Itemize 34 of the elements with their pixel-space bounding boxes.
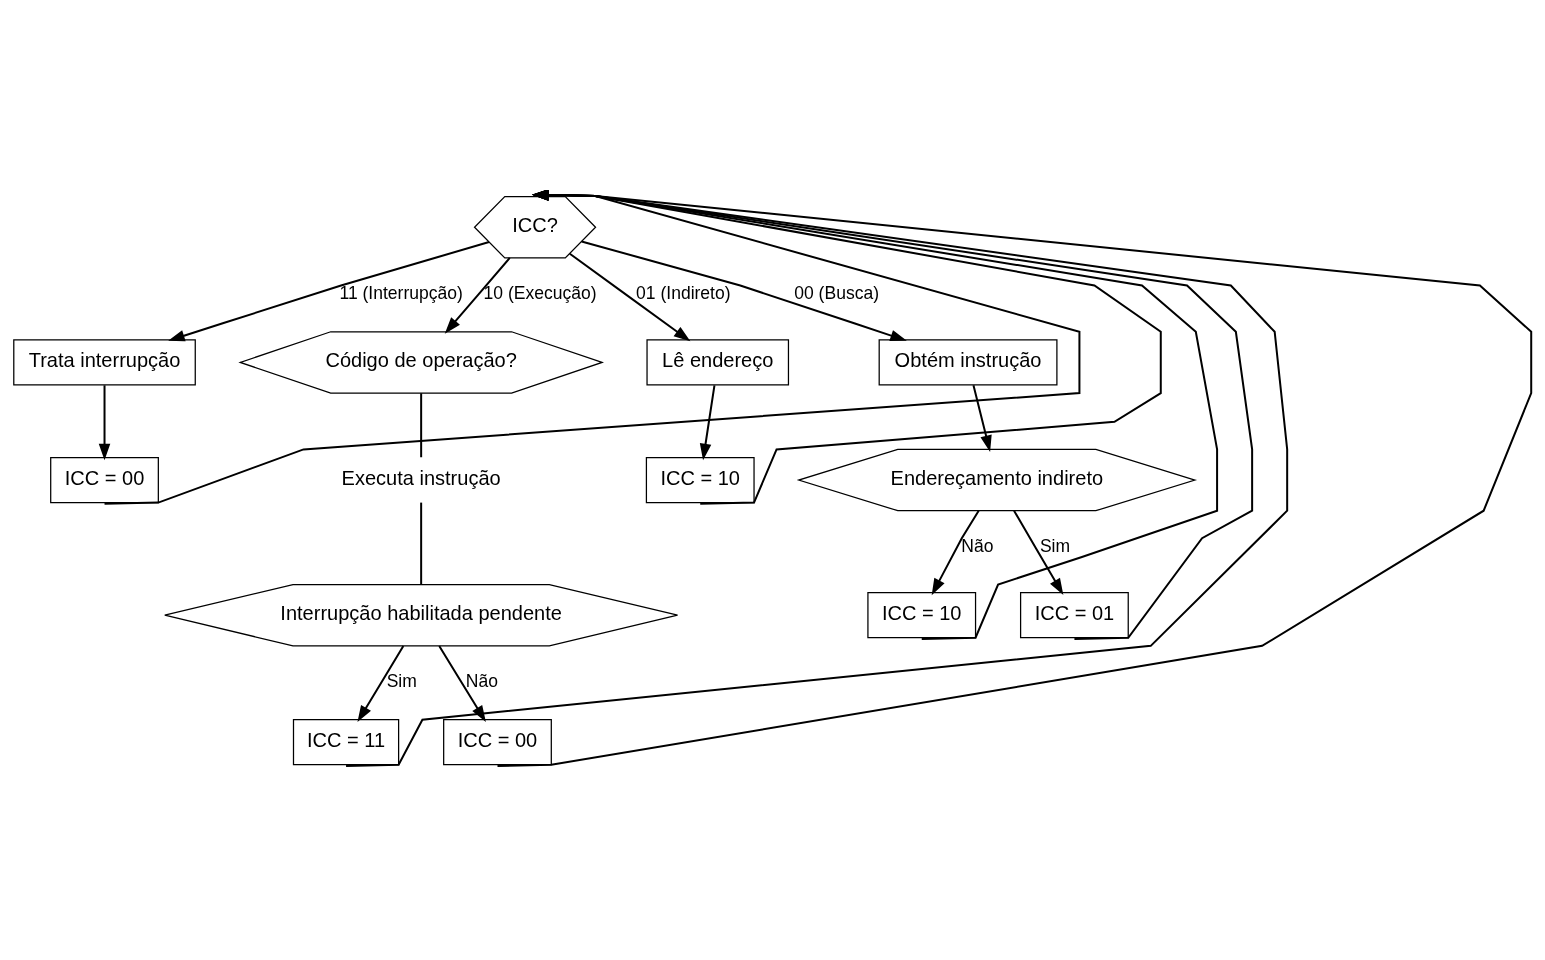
arrow (168, 240, 491, 341)
arrow (496, 189, 1533, 767)
edge-label: 11 (Interrupção) (339, 282, 463, 303)
node-box: ICC = 00 (50, 456, 159, 503)
arrow (972, 383, 992, 452)
arrow (357, 644, 405, 722)
arrow (345, 189, 1289, 767)
node-box: ICC = 00 (443, 718, 552, 765)
arrow (699, 383, 716, 460)
arrow (444, 256, 511, 334)
arrow (580, 239, 907, 341)
arrow (931, 509, 980, 595)
edge-label: Não (465, 670, 498, 691)
arrow (1013, 509, 1064, 595)
node-box: Trata interrupção (13, 338, 196, 386)
arrow (532, 189, 1162, 505)
connector (420, 391, 423, 458)
arrow (568, 252, 691, 341)
arrow (103, 189, 1081, 505)
node-box: ICC = 10 (645, 456, 755, 503)
edge-label: 01 (Indireto) (636, 282, 731, 303)
node-box: Lê endereço (646, 338, 790, 386)
node-box: Obtém instrução (878, 338, 1058, 386)
edge-label: Não (961, 535, 994, 556)
node-text: Executa instrução (341, 466, 501, 489)
arrow (98, 383, 111, 460)
node-box: ICC = 01 (1020, 591, 1129, 638)
connector (420, 501, 423, 585)
node-box: ICC = 11 (292, 718, 400, 765)
edge-label: Sim (386, 670, 417, 691)
node-box: ICC = 10 (867, 591, 977, 638)
edge-label: Sim (1039, 535, 1071, 556)
edge-label: 10 (Execução) (483, 282, 597, 303)
edge-label: 00 (Busca) (794, 282, 879, 303)
